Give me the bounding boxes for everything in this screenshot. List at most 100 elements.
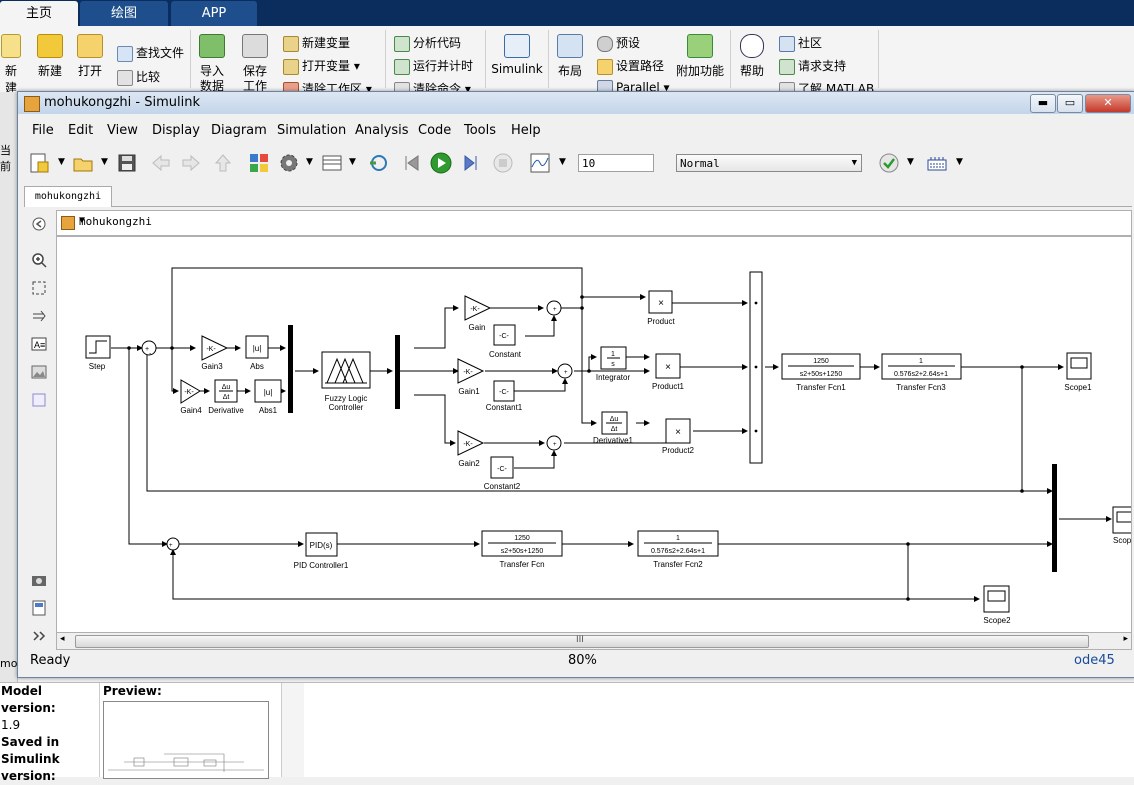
camera-icon[interactable]: [31, 572, 47, 588]
pid-controller1-block[interactable]: PID(s) PID Controller1: [294, 532, 349, 570]
menu-analysis[interactable]: Analysis: [355, 123, 409, 138]
gear-icon[interactable]: [278, 152, 300, 174]
compare-button[interactable]: 比较: [117, 68, 160, 86]
addons-button[interactable]: 附加功能: [676, 34, 724, 79]
sum-block-gain2[interactable]: +: [546, 435, 562, 451]
abs-block[interactable]: |u| Abs: [245, 335, 269, 371]
scroll-right-arrow-icon[interactable]: ▸: [1123, 634, 1128, 644]
chevron-down-icon[interactable]: ▼: [306, 157, 313, 167]
new-model-icon[interactable]: [28, 152, 50, 174]
chevron-down-icon[interactable]: ▼: [559, 157, 566, 167]
annotation-icon[interactable]: A≡: [31, 336, 47, 352]
step-forward-icon[interactable]: [460, 152, 482, 174]
scope1-block[interactable]: Scope1: [1064, 352, 1092, 392]
sum-block[interactable]: +-: [141, 340, 157, 358]
scope2-block[interactable]: Scope2: [983, 585, 1011, 625]
open-variable-button[interactable]: 打开变量 ▾: [283, 57, 360, 75]
minimize-button[interactable]: ▬: [1030, 94, 1056, 113]
close-button[interactable]: ✕: [1085, 94, 1131, 113]
constant2-block[interactable]: -C- Constant2: [484, 456, 521, 491]
chevron-down-icon[interactable]: ▼: [907, 157, 914, 167]
demux-bar[interactable]: [395, 335, 400, 409]
model-tab[interactable]: mohukongzhi: [24, 186, 112, 207]
new-button[interactable]: 新建: [36, 34, 64, 79]
area-icon[interactable]: [31, 392, 47, 408]
community-button[interactable]: 社区: [779, 34, 822, 52]
step-back-icon[interactable]: [400, 152, 422, 174]
library-browser-icon[interactable]: [248, 152, 270, 174]
stop-icon[interactable]: [492, 152, 514, 174]
analyze-code-button[interactable]: 分析代码: [394, 34, 461, 52]
preferences-button[interactable]: 预设: [597, 34, 640, 52]
arrow-right-icon[interactable]: [31, 308, 47, 324]
tab-home[interactable]: 主页: [0, 1, 78, 26]
property-inspector-icon[interactable]: [31, 600, 47, 616]
sum-block-gain[interactable]: +: [546, 300, 562, 316]
sum-block-gain1[interactable]: +: [557, 363, 573, 379]
update-diagram-icon[interactable]: [368, 152, 390, 174]
constant-block[interactable]: -C- Constant: [489, 324, 522, 359]
title-bar[interactable]: mohukongzhi - Simulink ▬ ▭ ✕: [18, 92, 1134, 114]
sum-block-pid[interactable]: +: [166, 537, 180, 551]
transfer-fcn2-block[interactable]: 1 0.576s2+2.64s+1 Transfer Fcn2: [637, 530, 719, 569]
menu-tools[interactable]: Tools: [464, 123, 497, 138]
chevron-down-icon[interactable]: ▼: [101, 157, 108, 167]
transfer-fcn3-block[interactable]: 1 0.576s2+2.64s+1 Transfer Fcn3: [881, 353, 962, 392]
model-advisor-check-icon[interactable]: [878, 152, 900, 174]
mux-bar-3[interactable]: [1052, 464, 1057, 572]
transfer-fcn-block[interactable]: 1250 s2+50s+1250 Transfer Fcn: [481, 530, 563, 569]
menu-edit[interactable]: Edit: [68, 123, 94, 138]
menu-display[interactable]: Display: [152, 123, 200, 138]
fuzzy-logic-controller-block[interactable]: Fuzzy Logic Controller: [321, 351, 371, 412]
new-variable-button[interactable]: 新建变量: [283, 34, 350, 52]
menu-simulation[interactable]: Simulation: [277, 123, 347, 138]
import-data-button[interactable]: 导入 数据: [198, 34, 226, 94]
constant1-block[interactable]: -C- Constant1: [486, 380, 523, 412]
model-explorer-icon[interactable]: [321, 152, 343, 174]
gain3-block[interactable]: -K- Gain3: [201, 335, 229, 371]
hide-explorer-icon[interactable]: [31, 216, 47, 232]
set-path-button[interactable]: 设置路径: [597, 57, 664, 75]
forward-arrow-icon[interactable]: [180, 152, 202, 174]
find-files-button[interactable]: 查找文件: [117, 44, 184, 62]
product1-block[interactable]: × Product1: [652, 353, 685, 391]
transfer-fcn1-block[interactable]: 1250 s2+50s+1250 Transfer Fcn1: [781, 353, 861, 392]
scroll-left-arrow-icon[interactable]: ◂: [60, 634, 65, 644]
run-and-time-button[interactable]: 运行并计时: [394, 57, 473, 75]
stop-time-input[interactable]: 10: [578, 154, 654, 172]
fit-to-view-icon[interactable]: [31, 280, 47, 296]
simulation-mode-select[interactable]: Normal▼: [676, 154, 862, 172]
derivative-block[interactable]: Δu Δt Derivative: [208, 379, 244, 415]
zoom-icon[interactable]: [31, 252, 47, 268]
model-canvas[interactable]: Step +- -K- Gain3 |u| Abs -K- Gain4: [56, 236, 1132, 634]
back-arrow-icon[interactable]: [150, 152, 172, 174]
menu-diagram[interactable]: Diagram: [211, 123, 267, 138]
tab-apps[interactable]: APP: [171, 1, 257, 26]
double-chevron-right-icon[interactable]: [31, 628, 47, 644]
derivative1-block[interactable]: Δu Δt Derivative1: [593, 411, 634, 445]
gain-block[interactable]: -K- Gain: [464, 295, 492, 332]
scope-block[interactable]: Scop: [1112, 506, 1131, 545]
open-folder-icon[interactable]: [72, 152, 94, 174]
menu-file[interactable]: File: [32, 123, 54, 138]
build-model-icon[interactable]: [926, 152, 948, 174]
chevron-down-icon[interactable]: ▼: [79, 215, 86, 226]
menu-help[interactable]: Help: [511, 123, 541, 138]
mux-block-2[interactable]: [749, 271, 763, 464]
solver-link[interactable]: ode45: [1074, 653, 1115, 668]
scope-viewer-icon[interactable]: [529, 152, 551, 174]
simulink-button[interactable]: Simulink: [490, 34, 544, 76]
save-icon[interactable]: [116, 152, 138, 174]
mux-bar-1[interactable]: [288, 325, 293, 413]
open-button[interactable]: 打开: [76, 34, 104, 79]
chevron-down-icon[interactable]: ▼: [349, 157, 356, 167]
run-icon[interactable]: [430, 152, 452, 174]
up-arrow-icon[interactable]: [212, 152, 234, 174]
integrator-block[interactable]: 1 s Integrator: [596, 346, 631, 382]
product-block[interactable]: × Product: [647, 290, 676, 326]
gain4-block[interactable]: -K- Gain4: [180, 379, 202, 415]
maximize-button[interactable]: ▭: [1057, 94, 1083, 113]
tab-plots[interactable]: 绘图: [80, 1, 168, 26]
scrollbar-thumb[interactable]: III: [75, 635, 1089, 648]
gain1-block[interactable]: -K- Gain1: [457, 358, 485, 396]
